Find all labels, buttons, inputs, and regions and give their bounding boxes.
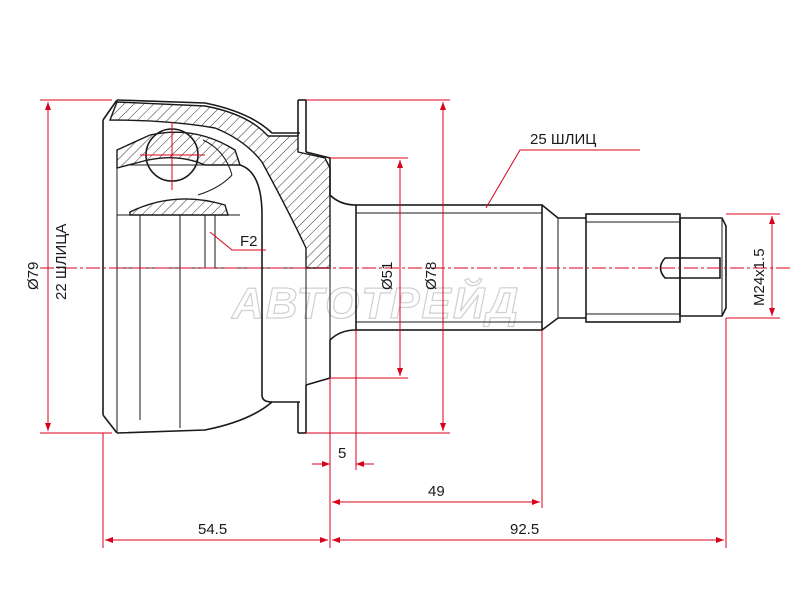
dimensions: [40, 99, 780, 548]
flange: [297, 99, 357, 434]
outer-splines-label: 25 ШЛИЦ: [530, 131, 596, 148]
dim-49-label: 49: [428, 483, 445, 500]
dim-54-5-label: 54.5: [198, 521, 227, 538]
abs-diameter-label: Ø78: [423, 262, 440, 290]
outer-housing: [102, 99, 331, 434]
inner-splines-label: 22 ШЛИЦА: [53, 224, 70, 300]
dim-5-label: 5: [338, 445, 346, 462]
outer-diameter-label: Ø79: [25, 262, 42, 290]
thread-label: M24x1.5: [751, 248, 768, 306]
dim-92-5-label: 92.5: [510, 521, 539, 538]
seal-diameter-label: Ø51: [379, 262, 396, 290]
f2-label: F2: [240, 233, 258, 250]
watermark: АВТОТРЕЙД: [231, 277, 520, 328]
